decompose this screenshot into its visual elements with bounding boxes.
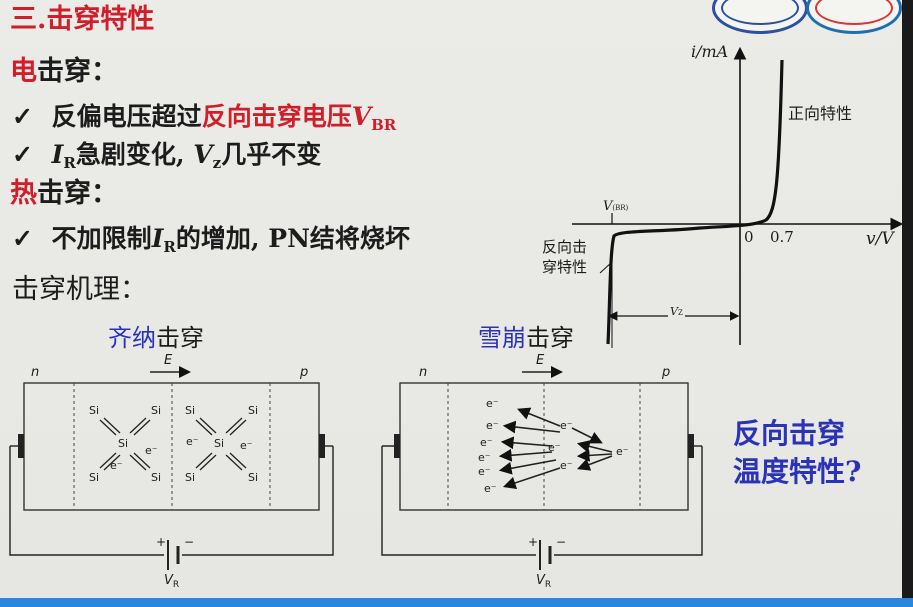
zener-title: 齐纳击穿 [108,324,204,352]
zener-battery-plus: + [156,535,167,549]
check-icon: ✓ [12,102,33,131]
zener-si-atom: Si [89,471,100,484]
avalanche-e-field-label: E [536,353,545,368]
origin-label: 0 [744,228,754,246]
avalanche-electron: e⁻ [480,436,493,449]
temperature-question-line2: 温度特性? [733,455,862,488]
avalanche-electron: e⁻ [478,465,491,478]
x-axis-label: v/V [866,229,894,249]
avalanche-title: 雪崩击穿 [478,324,574,352]
avalanche-electron: e⁻ [486,419,499,432]
zener-si-atom: Si [248,471,259,484]
zener-electron: e⁻ [145,444,158,457]
mechanism-label: 击穿机理： [12,274,147,305]
x-tick-label: 0.7 [770,228,794,246]
avalanche-n-label: n [419,365,428,380]
avalanche-electron: e⁻ [478,451,491,464]
window-edge [902,0,913,598]
forward-characteristic-label: 正向特性 [788,104,853,123]
bullet-reverse-voltage: ✓ 反偏电压超过反向击穿电压VBR [12,102,397,134]
bullet-burnout: ✓ 不加限制IR的增加, PN结将烧坏 [12,224,410,256]
zener-si-atom: Si [151,471,162,484]
iv-curve-line [606,59,784,345]
avalanche-battery-plus: + [528,535,539,549]
zener-si-atom: Si [185,404,196,417]
bottom-bar [0,598,913,607]
electric-breakdown-label: 电击穿： [10,56,118,87]
check-icon: ✓ [12,140,33,169]
avalanche-electron: e⁻ [486,397,499,410]
y-axis-label: i/mA [691,42,729,61]
reverse-characteristic-label-1: 反向击 [542,238,588,256]
zener-electron: e⁻ [240,439,253,452]
reverse-characteristic-label-2: 穿特性 [542,258,588,276]
zener-si-atom: Si [118,437,129,450]
thermal-breakdown-label: 热击穿： [10,178,118,209]
slide: 三.击穿特性 电击穿： ✓ 反偏电压超过反向击穿电压VBR ✓ IR急剧变化, … [0,0,904,598]
check-icon: ✓ [12,224,33,253]
zener-vr-label: VR [164,573,180,590]
avalanche-electron: e⁻ [484,482,497,495]
vz-label: VZ [668,305,685,318]
avalanche-electron: e⁻ [548,441,561,454]
zener-electron: e⁻ [186,435,199,448]
section-heading: 三.击穿特性 [10,4,155,35]
avalanche-vr-label: VR [536,573,552,590]
zener-si-atom: Si [185,471,196,484]
avalanche-electron: e⁻ [560,419,573,432]
avalanche-electron: e⁻ [560,459,573,472]
avalanche-electron: e⁻ [616,445,629,458]
zener-n-label: n [31,365,40,380]
zener-si-atom: Si [248,404,259,417]
zener-si-atom: Si [151,404,162,417]
avalanche-p-label: p [662,365,671,380]
zener-si-atom: Si [89,404,100,417]
zener-p-label: p [300,365,309,380]
zener-battery-minus: − [184,535,195,549]
zener-e-field-label: E [164,353,173,368]
zener-si-atom: Si [214,437,225,450]
temperature-question-line1: 反向击穿 [733,417,846,450]
bullet-current-change: ✓ IR急剧变化, Vz几乎不变 [12,140,322,172]
vbr-label: V(BR) [603,199,629,214]
zener-electron: e⁻ [110,459,123,472]
avalanche-battery-minus: − [556,535,567,549]
